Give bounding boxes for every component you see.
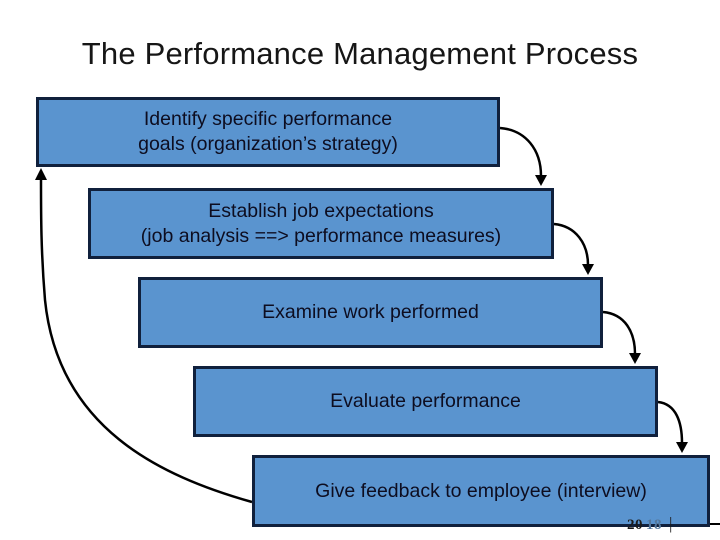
slide-title: The Performance Management Process (81, 36, 639, 71)
step-2-text-line-2: (job analysis ==> performance measures) (140, 224, 502, 247)
arrowhead-step2-to-step3 (582, 264, 594, 275)
slide-footer: 20 18 | (627, 514, 673, 534)
process-step-3-examine-work: Examine work performed (138, 277, 603, 348)
footer-year-part2: 18 (646, 517, 662, 533)
curve-arrow-step2-to-step3 (553, 222, 590, 266)
footer-divider-bar: | (669, 514, 673, 533)
step-3-text-line-1: Examine work performed (262, 301, 479, 323)
curve-arrow-step4-to-step5 (657, 400, 684, 444)
curve-arrow-step1-to-step2 (499, 126, 543, 177)
arrowhead-step1-to-step2 (535, 175, 547, 186)
arrowhead-feedback-loop (35, 168, 47, 180)
process-step-5-give-feedback: Give feedback to employee (interview) (252, 455, 710, 527)
process-step-4-evaluate-performance: Evaluate performance (193, 366, 658, 437)
step-1-text-line-2: goals (organization’s strategy) (138, 133, 398, 155)
process-step-2-establish-expectations: Establish job expectations (job analysis… (88, 188, 554, 259)
arrowhead-step3-to-step4 (629, 353, 641, 364)
arrowhead-step4-to-step5 (676, 442, 688, 453)
step-5-text-line-1: Give feedback to employee (interview) (315, 479, 647, 502)
step-4-text-line-1: Evaluate performance (330, 390, 521, 412)
process-step-1-identify-goals: Identify specific performance goals (org… (36, 97, 500, 167)
footer-year-part1: 20 (627, 517, 643, 533)
step-2-text-line-1: Establish job expectations (208, 199, 434, 222)
curve-arrow-step3-to-step4 (602, 310, 637, 355)
step-1-text-line-1: Identify specific performance (143, 108, 393, 130)
